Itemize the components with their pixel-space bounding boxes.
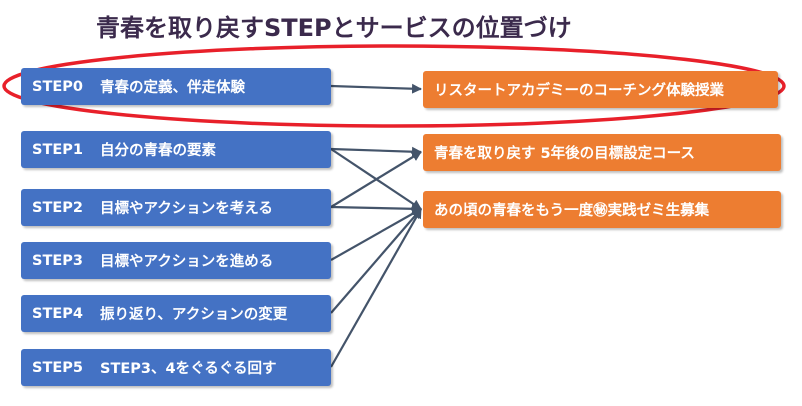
step-code: STEP5	[32, 359, 83, 376]
step-box-3: STEP3 目標やアクションを進める	[21, 242, 331, 279]
step-box-5: STEP5 STEP3、4をぐるぐる回す	[21, 349, 331, 386]
step-code: STEP2	[32, 199, 83, 216]
step-label: 振り返り、アクションの変更	[100, 307, 288, 323]
service-label: リスタートアカデミーのコーチング体験授業	[434, 83, 724, 99]
step-box-2: STEP2 目標やアクションを考える	[21, 189, 331, 226]
step-box-0: STEP0 青春の定義、伴走体験	[21, 68, 331, 105]
step-label: 自分の青春の要素	[100, 143, 216, 159]
connector-arrow-step4-service2	[330, 208, 422, 314]
connector-arrow-step1-service1	[330, 146, 422, 157]
service-label: 青春を取り戻す 5年後の目標設定コース	[434, 146, 695, 162]
step-code: STEP0	[32, 78, 83, 95]
step-box-1: STEP1 自分の青春の要素	[21, 131, 331, 168]
connector-arrow-step3-service2	[330, 208, 422, 261]
service-label: あの頃の青春をもう一度㊙実践ゼミ生募集	[434, 203, 710, 219]
step-code: STEP1	[32, 141, 83, 158]
service-box-2: あの頃の青春をもう一度㊙実践ゼミ生募集	[423, 191, 781, 228]
highlight-ellipse	[2, 44, 786, 128]
diagram-title: 青春を取り戻すSTEPとサービスの位置づけ	[96, 14, 572, 42]
connector-arrow-step0-service0	[330, 83, 422, 94]
connector-arrow-step2-service2	[330, 203, 422, 214]
step-label: STEP3、4をぐるぐる回す	[100, 361, 277, 377]
step-code: STEP4	[32, 305, 83, 322]
step-box-4: STEP4 振り返り、アクションの変更	[21, 295, 331, 332]
step-label: 目標やアクションを進める	[100, 254, 274, 270]
connector-arrow-step5-service2	[330, 208, 422, 368]
step-code: STEP3	[32, 252, 83, 269]
step-label: 青春の定義、伴走体験	[100, 80, 245, 96]
connector-arrow-step2-service1	[330, 151, 422, 208]
step-label: 目標やアクションを考える	[100, 201, 273, 217]
service-box-0: リスタートアカデミーのコーチング体験授業	[423, 71, 778, 108]
service-box-1: 青春を取り戻す 5年後の目標設定コース	[423, 134, 781, 171]
